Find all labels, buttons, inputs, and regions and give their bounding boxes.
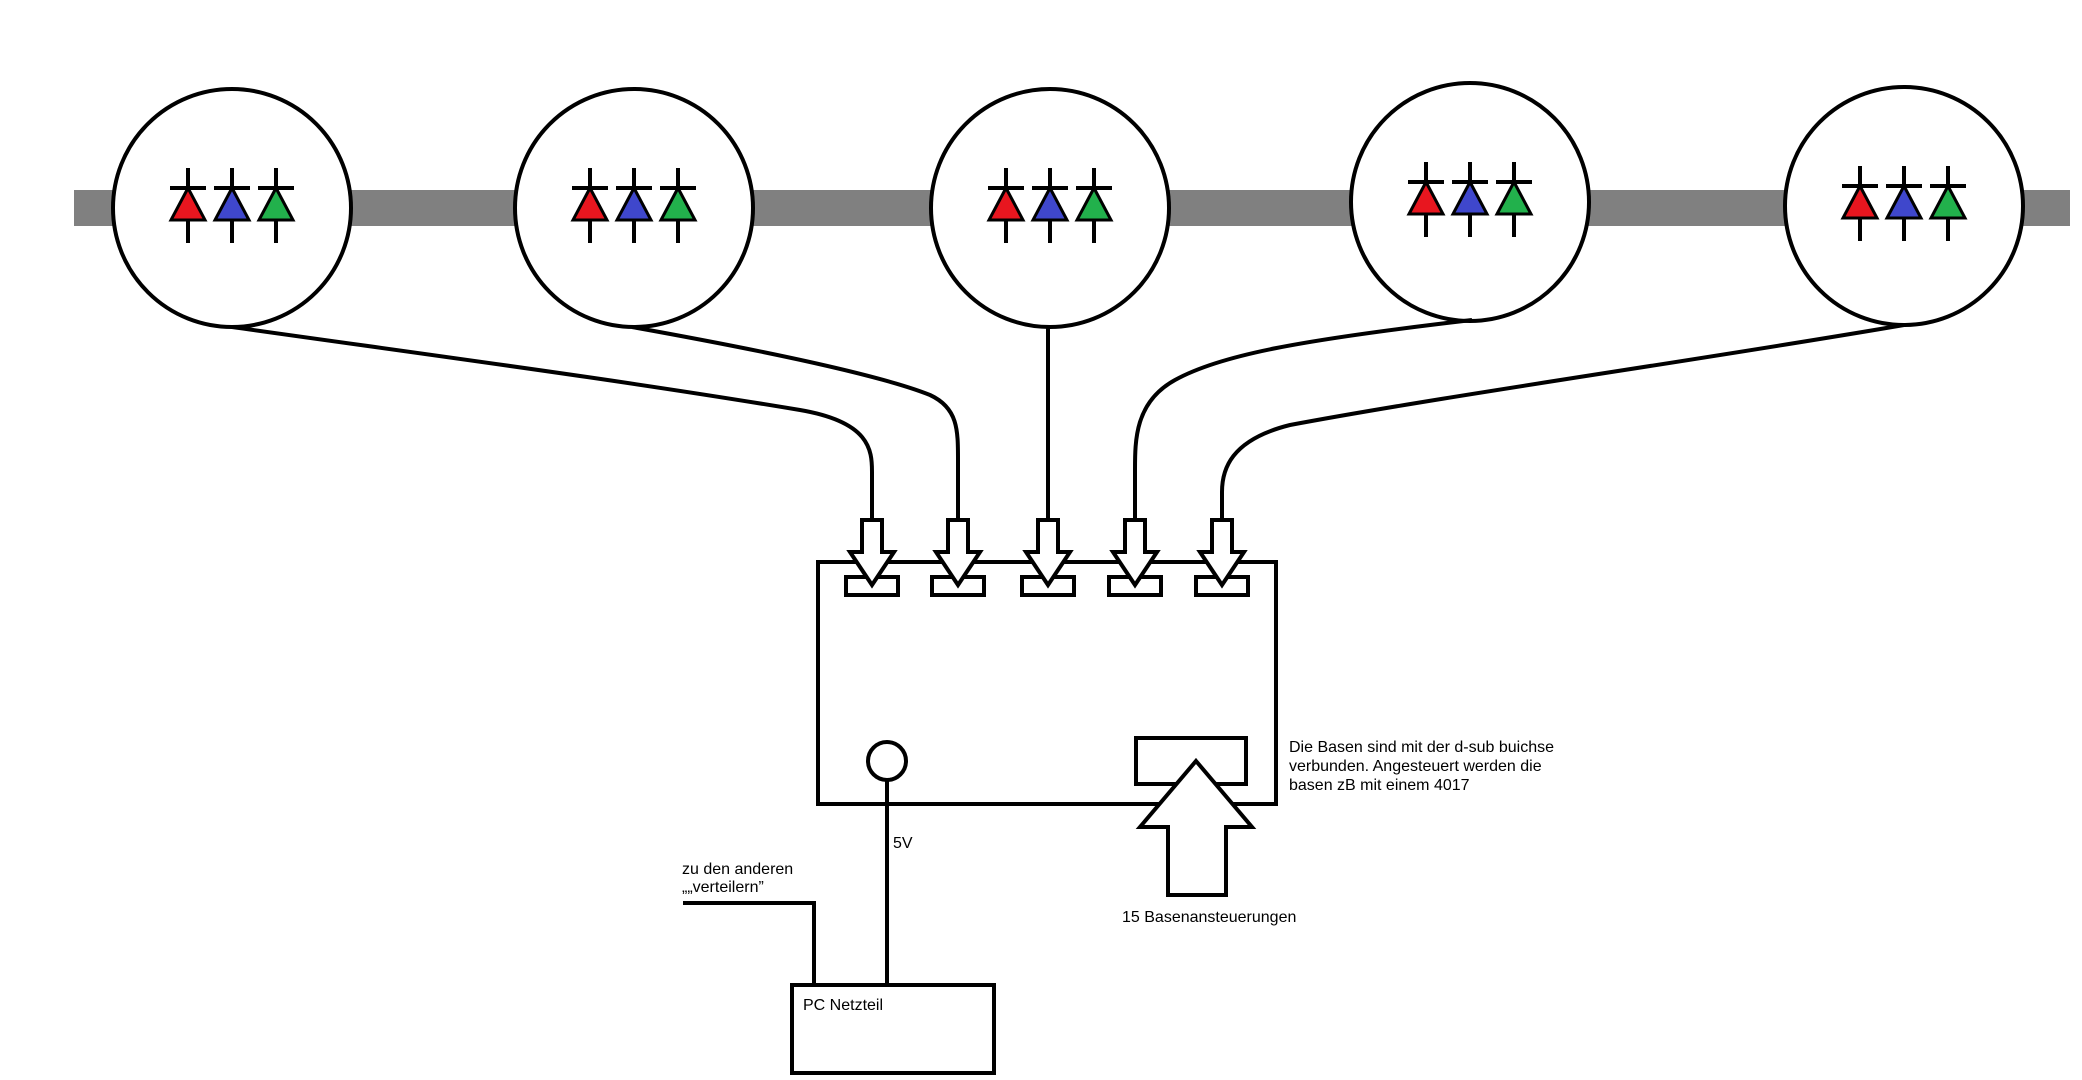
base-node-1 (111, 87, 353, 329)
down-arrow-icon (1109, 518, 1161, 589)
base-node-2 (513, 87, 755, 329)
base-node-3 (929, 87, 1171, 329)
other-distributors-label-line1: zu den anderen (682, 861, 793, 878)
input-connector-5 (1194, 518, 1250, 597)
down-arrow-icon (932, 518, 984, 589)
led-blue-icon (212, 168, 252, 243)
led-green-icon (1074, 168, 1114, 243)
note-line3: basen zB mit einem 4017 (1289, 777, 1470, 794)
psu-label: PC Netzteil (803, 997, 883, 1014)
led-green-icon (658, 168, 698, 243)
led-red-icon (986, 168, 1026, 243)
led-green-icon (1494, 162, 1534, 237)
base-control-arrow-icon (1135, 757, 1257, 897)
other-distributors-label-line2: „„verteilern” (682, 879, 764, 896)
led-blue-icon (1030, 168, 1070, 243)
led-blue-icon (614, 168, 654, 243)
down-arrow-icon (1022, 518, 1074, 589)
led-red-icon (1406, 162, 1446, 237)
psu-box (790, 983, 996, 1075)
input-connector-4 (1107, 518, 1163, 597)
led-green-icon (1928, 166, 1968, 241)
base-node-5 (1783, 85, 2025, 327)
wire-base-5 (1220, 323, 1905, 520)
base-control-label: 15 Basenansteuerungen (1122, 909, 1296, 926)
power-jack-icon (866, 740, 908, 782)
note-line1: Die Basen sind mit der d-sub buichse (1289, 739, 1554, 756)
led-green-icon (256, 168, 296, 243)
led-blue-icon (1450, 162, 1490, 237)
base-node-4 (1349, 81, 1591, 323)
led-blue-icon (1884, 166, 1924, 241)
wire-base-2 (631, 325, 960, 520)
down-arrow-icon (846, 518, 898, 589)
wire-base-4 (1133, 318, 1473, 520)
wires (231, 318, 1905, 520)
down-arrow-icon (1196, 518, 1248, 589)
wire-base-1 (231, 325, 874, 520)
voltage-label: 5V (893, 835, 913, 852)
input-connectors (844, 518, 1250, 597)
led-red-icon (570, 168, 610, 243)
input-connector-1 (844, 518, 900, 597)
led-red-icon (168, 168, 208, 243)
led-red-icon (1840, 166, 1880, 241)
wire-to-other-distributors (683, 901, 816, 985)
input-connector-3 (1020, 518, 1076, 597)
input-connector-2 (930, 518, 986, 597)
note-line2: verbunden. Angesteuert werden die (1289, 758, 1542, 775)
